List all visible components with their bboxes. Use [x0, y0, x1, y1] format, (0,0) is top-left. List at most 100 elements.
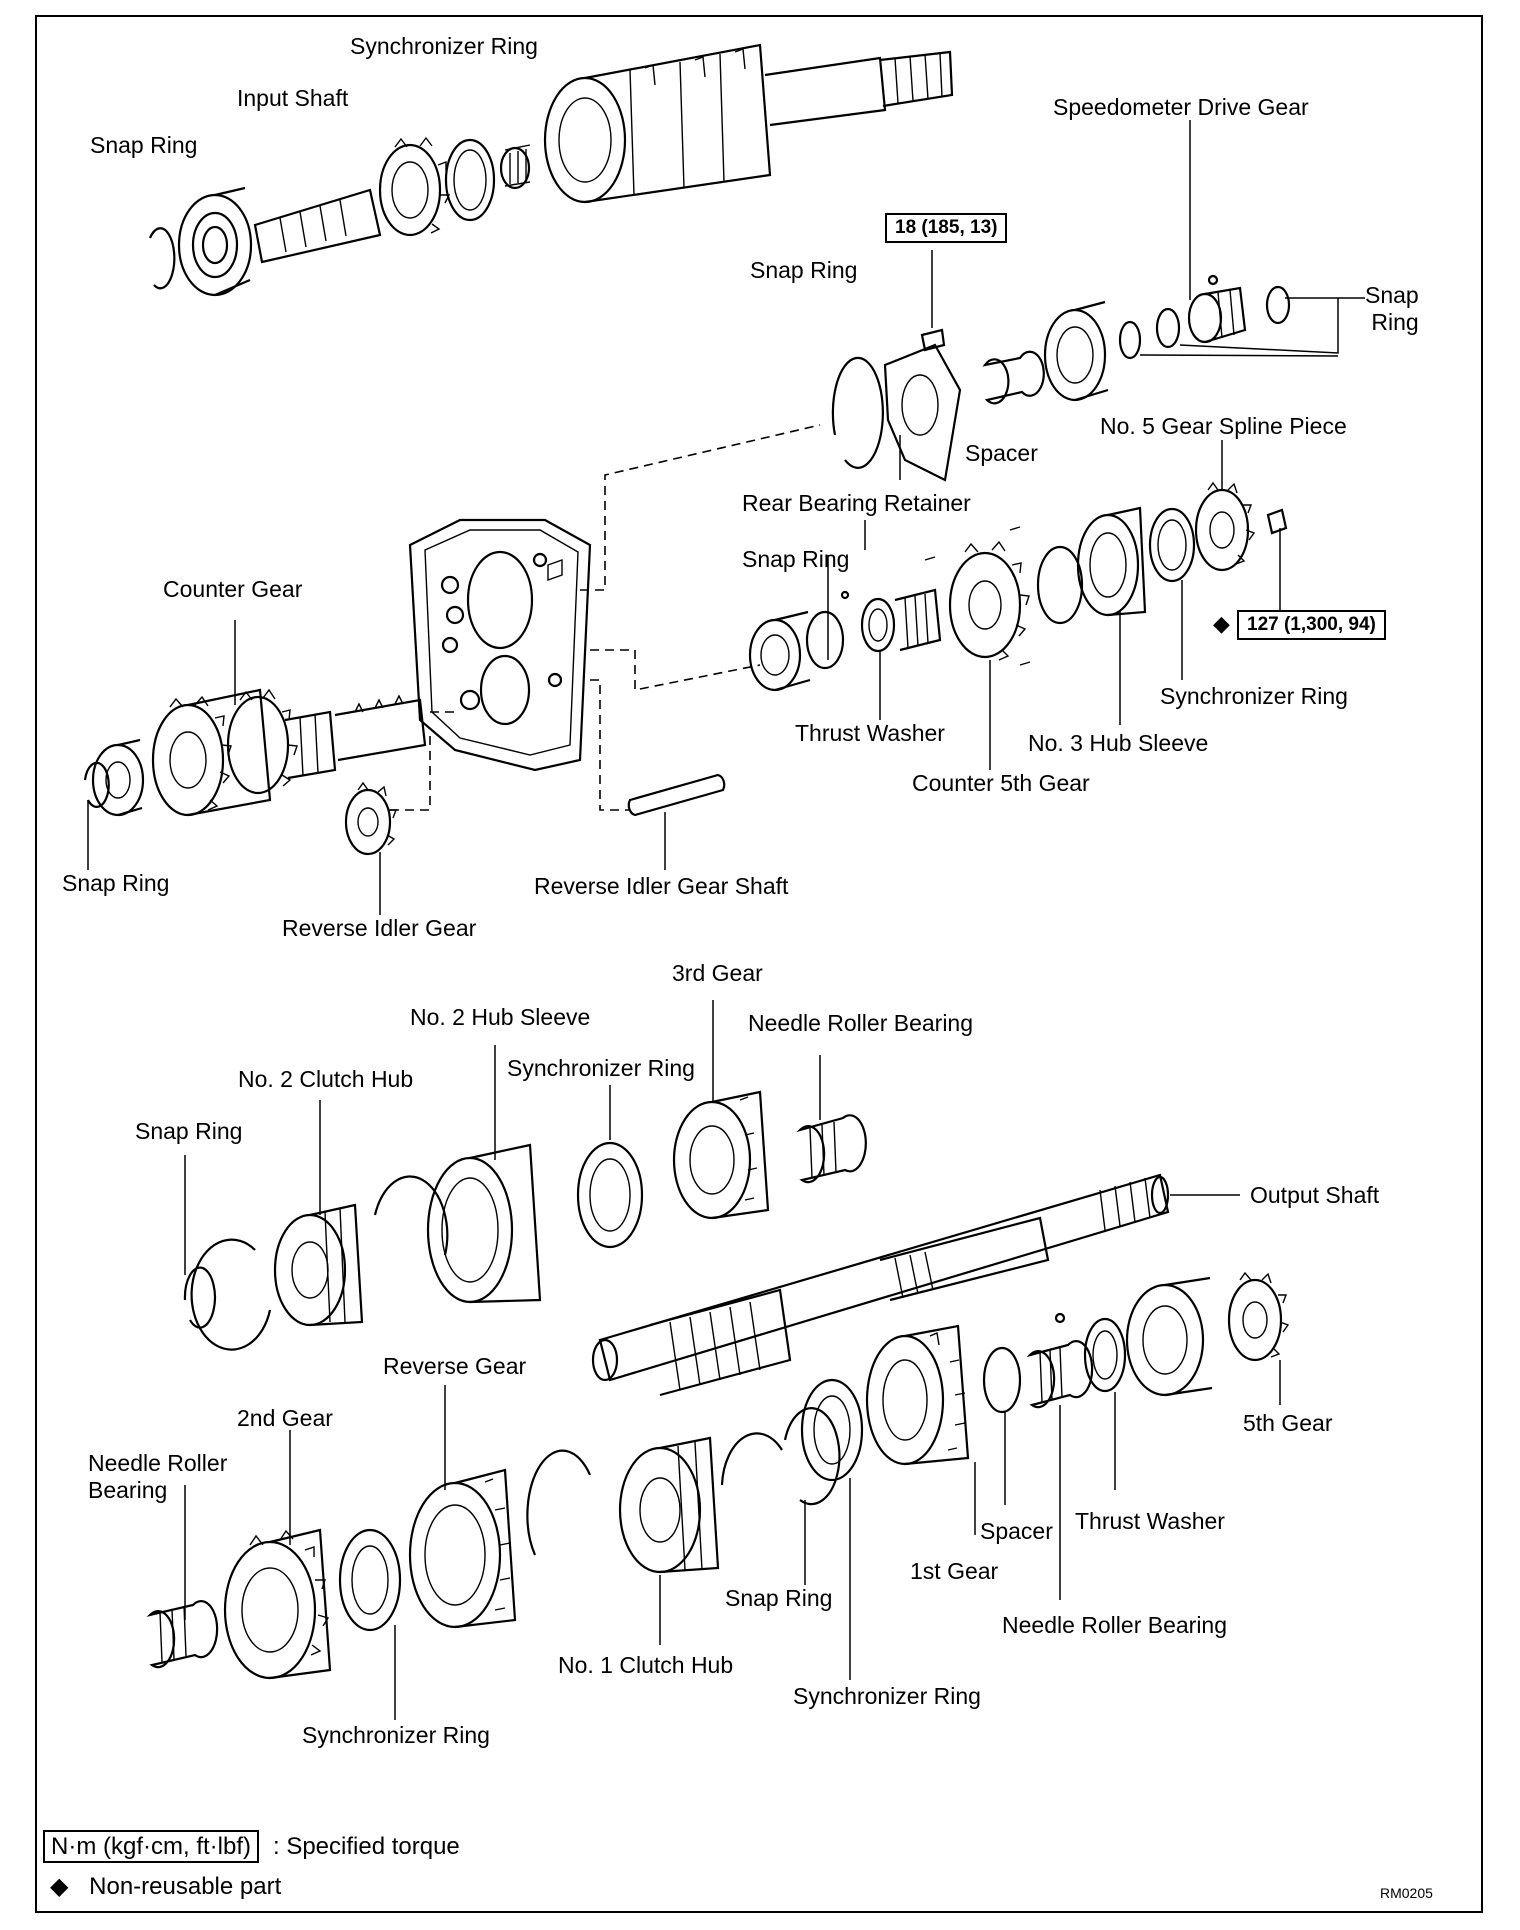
label-thrust-washer-mid: Thrust Washer: [795, 720, 945, 746]
label-snap-ring-right: Snap Ring: [1365, 282, 1419, 335]
label-no1-clutch-hub: No. 1 Clutch Hub: [558, 1652, 734, 1678]
input-bearing-part: [177, 193, 253, 297]
first-gear-part: [865, 1334, 945, 1466]
label-no2-hub-sleeve: No. 2 Hub Sleeve: [410, 1004, 591, 1030]
label-synchronizer-ring-no2: Synchronizer Ring: [507, 1055, 695, 1081]
label-reverse-idler-gear-shaft: Reverse Idler Gear Shaft: [534, 873, 789, 899]
label-first-gear: 1st Gear: [910, 1558, 999, 1584]
rear-bearing-retainer-part: [883, 343, 962, 482]
intermediate-plate: [408, 518, 592, 772]
label-snap-ring-low: Snap Ring: [725, 1585, 833, 1611]
label-synchronizer-ring-low-right: Synchronizer Ring: [793, 1683, 981, 1709]
reverse-idler-gear-part: [344, 788, 392, 856]
label-needle-roller-bearing-left: Needle Roller Bearing: [88, 1450, 228, 1503]
counter-5th-group: [748, 435, 1288, 770]
retainer-group: [831, 120, 1365, 482]
label-snap-ring-top: Snap Ring: [90, 132, 198, 158]
label-reverse-idler-gear: Reverse Idler Gear: [282, 915, 477, 941]
label-snap-ring-left: Snap Ring: [62, 870, 170, 896]
output-shaft-part: [598, 1173, 1170, 1382]
legend-nonreusable-symbol: ◆: [50, 1873, 69, 1900]
input-shaft-assembly: [148, 43, 954, 297]
output-upper-row: [183, 1000, 1240, 1397]
label-snap-ring-retainer: Snap Ring: [750, 257, 858, 283]
snap-ring-part: [148, 227, 176, 290]
legend-torque: N·m (kgf·cm, ft·lbf) : Specified torque: [43, 1830, 460, 1863]
label-synchronizer-ring-mid: Synchronizer Ring: [1160, 683, 1348, 709]
counter-bearing-part: [91, 743, 145, 817]
label-rear-bearing-retainer: Rear Bearing Retainer: [742, 490, 971, 516]
nonreusable-marker: ◆: [1213, 611, 1230, 636]
label-fifth-gear: 5th Gear: [1243, 1410, 1333, 1436]
counter-gear-part: [151, 703, 225, 817]
second-gear-part: [223, 1540, 317, 1680]
counter-rear-bearing-part: [748, 618, 802, 692]
thrust-washer-part: [860, 597, 896, 653]
counter-snap-ring-part: [83, 761, 110, 808]
label-speedometer-drive-gear: Speedometer Drive Gear: [1053, 94, 1309, 120]
rear-output-bearing-part: [1125, 1283, 1205, 1397]
counter-gear-assembly: [83, 620, 460, 870]
retainer-snap-ring-part: [831, 356, 884, 469]
reverse-idler-gear: [344, 735, 431, 915]
label-spacer-top: Spacer: [965, 440, 1038, 466]
thrust-washer-low-part: [1083, 1317, 1127, 1393]
synchro-ring-2nd-part: [338, 1528, 402, 1632]
no3-hub-sleeve-part: [1076, 513, 1140, 617]
torque-lock-nut: 127 (1,300, 94): [1237, 610, 1386, 640]
label-third-gear: 3rd Gear: [672, 960, 763, 986]
fifth-gear-part: [1227, 1278, 1283, 1362]
counter-5th-gear-part: [948, 551, 1022, 659]
synchro-ring-5th-part: [1148, 507, 1196, 583]
label-no3-hub-sleeve: No. 3 Hub Sleeve: [1028, 730, 1209, 756]
label-synchronizer-ring-low-left: Synchronizer Ring: [302, 1722, 490, 1748]
input-synchro-ring-part: [444, 138, 496, 222]
diagram-frame: [35, 15, 1483, 1913]
legend-nonreusable: ◆ Non-reusable part: [50, 1872, 281, 1901]
intermediate-plate-part: [408, 518, 592, 772]
output-lower-row: [146, 1271, 1290, 1720]
snap-ring-low-part: [783, 1407, 841, 1506]
label-no5-gear-spline-piece: No. 5 Gear Spline Piece: [1100, 413, 1347, 439]
label-needle-roller-bearing-top: Needle Roller Bearing: [748, 1010, 974, 1036]
label-counter-5th-gear: Counter 5th Gear: [912, 770, 1090, 796]
third-gear-part: [672, 1100, 752, 1220]
label-second-gear: 2nd Gear: [237, 1405, 333, 1431]
no1-clutch-hub-part: [618, 1446, 702, 1574]
spacer-part: [982, 350, 1045, 405]
no2-clutch-hub-part: [273, 1213, 347, 1327]
synchro-ring-1st-part: [800, 1378, 864, 1482]
legend-torque-unit: N·m (kgf·cm, ft·lbf): [43, 1830, 259, 1863]
output-snap-ring-2-part: [190, 1238, 272, 1351]
label-synchronizer-ring-top: Synchronizer Ring: [350, 33, 538, 59]
input-shaft-part: [253, 188, 382, 264]
label-reverse-gear: Reverse Gear: [383, 1353, 527, 1379]
legend-torque-text: : Specified torque: [272, 1833, 460, 1860]
legend-nonreusable-text: Non-reusable part: [89, 1873, 282, 1900]
label-counter-gear: Counter Gear: [163, 576, 303, 602]
no2-hub-sleeve-part: [426, 1156, 514, 1304]
label-spacer-low: Spacer: [980, 1518, 1053, 1544]
label-input-shaft: Input Shaft: [237, 85, 349, 111]
label-no2-clutch-hub: No. 2 Clutch Hub: [238, 1066, 414, 1092]
needle-bearing-upper-part: [796, 1114, 867, 1184]
label-snap-ring-no2: Snap Ring: [135, 1118, 243, 1144]
needle-bearing-left-part: [146, 1600, 219, 1669]
label-needle-roller-bearing-low: Needle Roller Bearing: [1002, 1612, 1228, 1638]
no2-synchro-ring-part: [576, 1141, 644, 1249]
lock-nut-part: [1266, 508, 1288, 535]
spacer-low-part: [982, 1346, 1022, 1414]
reverse-idler-shaft-part: [627, 773, 726, 817]
torque-retainer-bolt: 18 (185, 13): [885, 213, 1008, 243]
label-snap-ring-mid: Snap Ring: [742, 546, 850, 572]
output-snap-ring-1-part: [183, 1266, 217, 1329]
output-assembly-part: [543, 76, 627, 204]
label-thrust-washer-low: Thrust Washer: [1075, 1508, 1225, 1534]
rear-bearing-part: [1043, 308, 1107, 402]
input-gear-part: [378, 143, 442, 237]
label-output-shaft: Output Shaft: [1250, 1182, 1380, 1208]
speedometer-gear-part: [1187, 292, 1223, 344]
drawing-code: RM0205: [1380, 1885, 1433, 1901]
